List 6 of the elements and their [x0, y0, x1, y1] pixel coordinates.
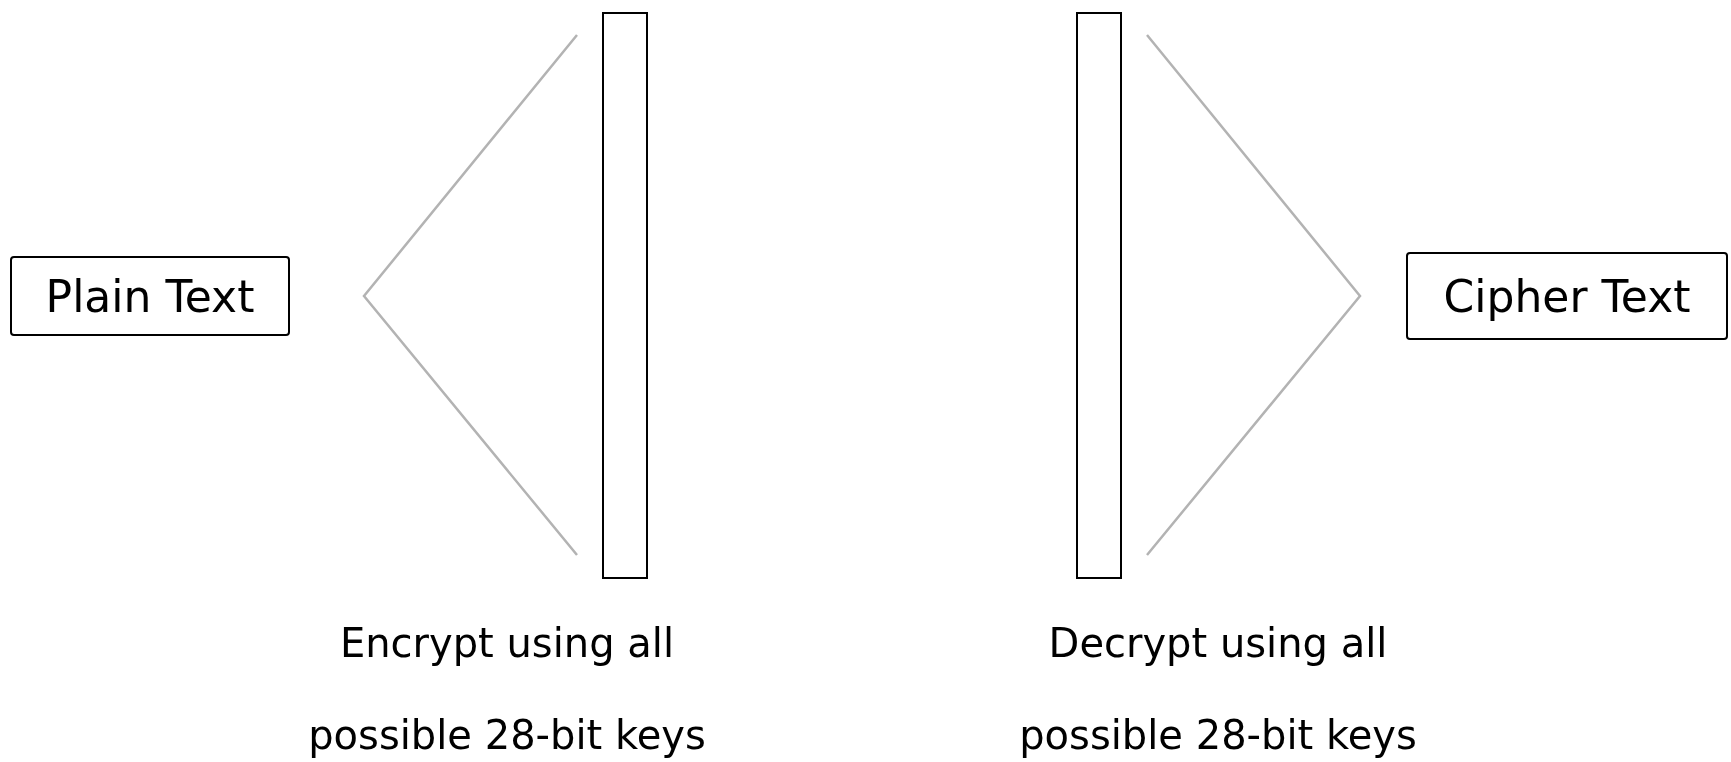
- vertical-bar: [602, 12, 648, 579]
- bar-label: Decrypt using all possible 28-bit keys: [1018, 619, 1418, 760]
- vertical-bar: [1076, 12, 1122, 579]
- text-box: Cipher Text: [1406, 252, 1728, 340]
- text-box: Plain Text: [10, 256, 290, 336]
- bar-label: Encrypt using all possible 28-bit keys: [307, 619, 707, 760]
